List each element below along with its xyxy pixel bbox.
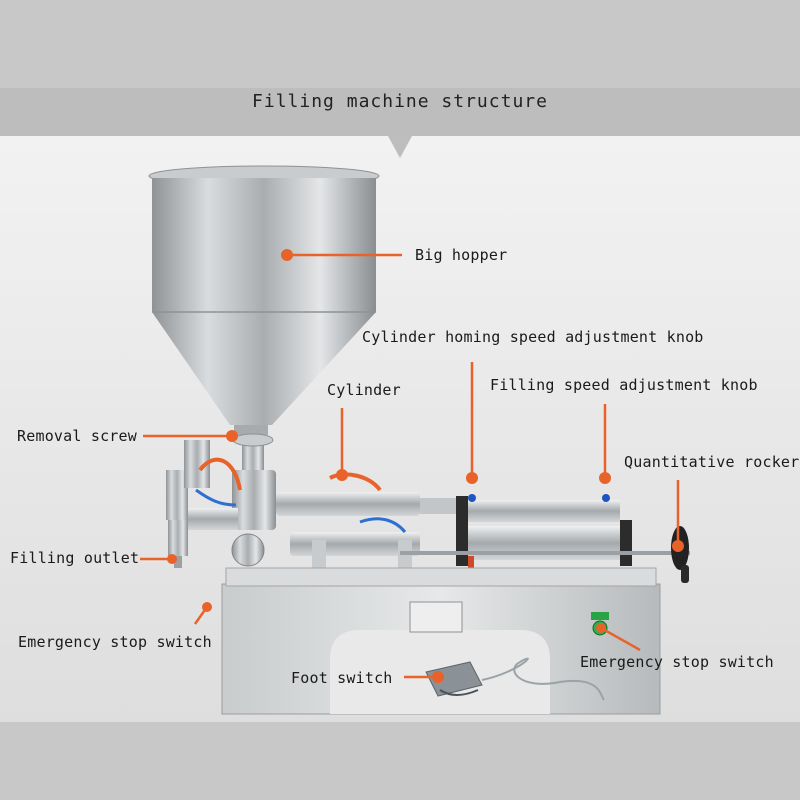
hopper xyxy=(148,165,380,435)
label-cylinder: Cylinder xyxy=(327,381,401,399)
page-title: Filling machine structure xyxy=(252,91,548,112)
central-block xyxy=(231,433,276,567)
label-removal-screw: Removal screw xyxy=(17,427,137,445)
base-cabinet xyxy=(203,567,661,715)
top-band xyxy=(0,0,800,88)
label-filling-speed-knob: Filling speed adjustment knob xyxy=(490,376,758,394)
foot-switch xyxy=(425,657,605,701)
header-band xyxy=(0,88,800,136)
main-cylinder xyxy=(400,494,690,578)
label-quantitative-rocker: Quantitative rocker xyxy=(624,453,800,471)
label-filling-outlet: Filling outlet xyxy=(10,549,140,567)
header-pointer xyxy=(388,136,412,158)
label-cylinder-homing-knob: Cylinder homing speed adjustment knob xyxy=(362,328,704,346)
label-emergency-stop-left: Emergency stop switch xyxy=(18,633,212,651)
label-big-hopper: Big hopper xyxy=(415,246,508,264)
bottom-band xyxy=(0,722,800,800)
cylinders xyxy=(276,472,456,582)
label-emergency-stop-right: Emergency stop switch xyxy=(580,653,774,671)
filling-head xyxy=(166,440,242,568)
callout-dots xyxy=(167,249,684,683)
label-foot-switch: Foot switch xyxy=(291,669,393,687)
